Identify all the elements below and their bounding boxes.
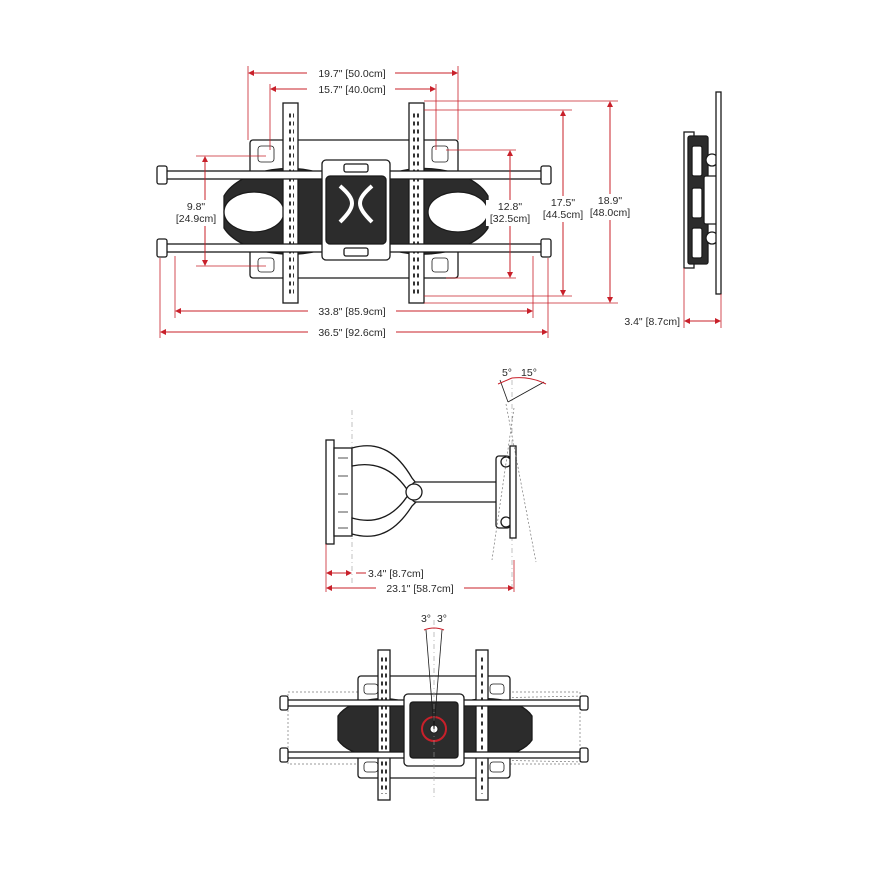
dim-tilt-back: 15°	[521, 367, 537, 379]
tilt-angle-ray	[507, 381, 545, 403]
arm-segment	[691, 227, 703, 259]
left-arm	[337, 698, 411, 758]
mount-slot	[489, 761, 505, 773]
tilt-head-core	[325, 175, 387, 245]
dim-width-total: 36.5" [92.6cm]	[318, 327, 385, 339]
rail-cap	[279, 747, 289, 763]
bracket-holes	[479, 656, 485, 794]
front-view: 19.7" [50.0cm] 15.7" [40.0cm] 9.8" [24.9…	[156, 66, 634, 339]
dim-height-left-cm: [24.9cm]	[176, 213, 216, 225]
mount-slot	[257, 145, 275, 163]
dim-width-outer: 19.7" [50.0cm]	[318, 68, 385, 80]
rail-cap	[540, 238, 552, 258]
wall-bracket-detail	[338, 457, 348, 529]
rail-cap	[579, 747, 589, 763]
swivel-angle-ray	[425, 629, 435, 730]
tilt-knuckle	[338, 184, 374, 224]
swivel-arc	[423, 627, 445, 631]
mount-slot	[489, 683, 505, 695]
dim-height-left: 9.8"	[187, 201, 206, 213]
rail-cap	[156, 165, 168, 185]
rail-cap	[156, 238, 168, 258]
dim-height-bracket-cm: [44.5cm]	[543, 209, 583, 221]
tilt-lock	[343, 247, 369, 257]
arm-pivot	[405, 483, 423, 501]
top-view: 5° 15° 3.4" [8.7cm] 23.1" [58.7cm]	[325, 367, 547, 595]
wall-plate-edge	[325, 439, 335, 545]
tilt-lock	[343, 163, 369, 173]
dim-depth-min: 3.4" [8.7cm]	[368, 568, 424, 580]
extension-arm	[411, 481, 503, 503]
right-arm	[459, 698, 533, 758]
dim-height-bracket: 17.5"	[551, 197, 575, 209]
rail-cap	[579, 695, 589, 711]
dim-side-depth: 3.4" [8.7cm]	[624, 316, 680, 328]
wall-bracket	[333, 447, 353, 537]
rail-cap	[540, 165, 552, 185]
arm-segment	[691, 187, 703, 219]
mount-slot	[431, 145, 449, 163]
dim-depth-max: 23.1" [58.7cm]	[386, 583, 453, 595]
bracket-holes	[381, 656, 387, 794]
swivel-view: 3° 3°	[279, 613, 589, 801]
tv-bracket-profile	[715, 91, 722, 295]
dim-height-mid: 12.8"	[498, 201, 522, 213]
tilt-arc	[497, 377, 547, 385]
arm-joint	[427, 191, 489, 233]
tilt-position-ghost	[505, 403, 537, 563]
dim-width-inner: 15.7" [40.0cm]	[318, 84, 385, 96]
rail-cap	[279, 695, 289, 711]
tilt-angle-ray	[499, 379, 509, 403]
dim-height-total: 18.9"	[598, 195, 622, 207]
swivel-angle-ray	[433, 629, 443, 730]
side-view: 3.4" [8.7cm]	[624, 91, 722, 328]
dim-height-total-cm: [48.0cm]	[590, 207, 630, 219]
bracket-holes	[287, 110, 294, 296]
dim-tilt-forward: 5°	[502, 367, 512, 379]
bracket-holes	[413, 110, 420, 296]
dim-swivel-right: 3°	[437, 613, 447, 625]
tv-bracket-top	[509, 445, 517, 539]
mount-slot	[431, 257, 449, 273]
mount-slot	[257, 257, 275, 273]
dim-width-arms: 33.8" [85.9cm]	[318, 306, 385, 318]
arm-joint	[223, 191, 285, 233]
dim-swivel-left: 3°	[421, 613, 431, 625]
dimension-arrows	[326, 570, 352, 576]
dim-height-mid-cm: [32.5cm]	[490, 213, 530, 225]
arm-segment	[691, 145, 703, 177]
tilt-position-ghost	[491, 407, 515, 561]
